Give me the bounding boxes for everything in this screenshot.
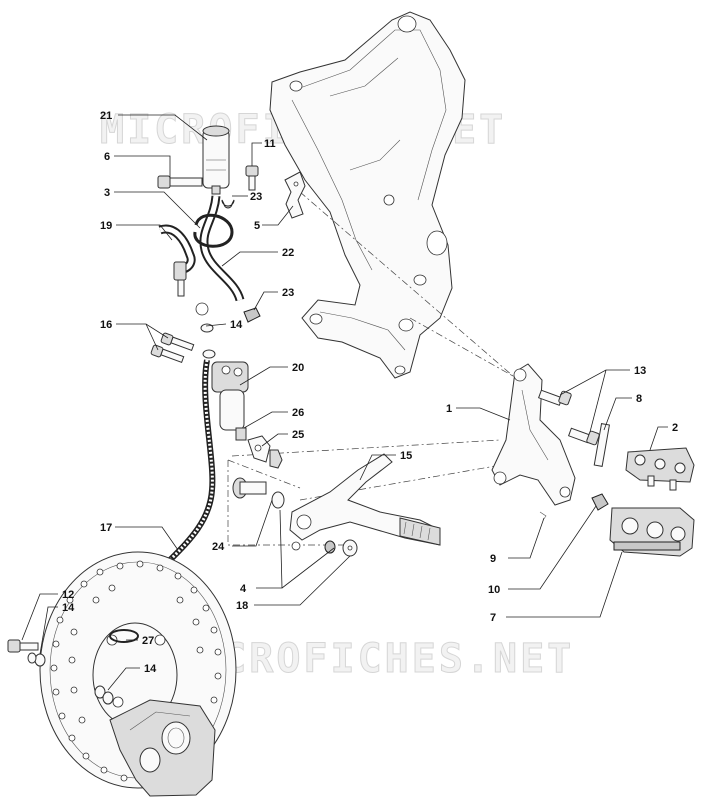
hoses xyxy=(158,195,245,302)
callout-16: 16 xyxy=(100,319,112,331)
washer-14-lower xyxy=(94,685,114,705)
callout-14-upper: 14 xyxy=(230,319,243,331)
callout-26: 26 xyxy=(292,407,304,419)
pivot-pin-24 xyxy=(232,477,285,509)
bolt-12 xyxy=(7,639,46,667)
caliper-7 xyxy=(609,507,695,557)
callout-7: 7 xyxy=(490,612,496,624)
callout-27: 27 xyxy=(142,635,154,647)
callout-8: 8 xyxy=(636,393,642,405)
callout-18: 18 xyxy=(236,600,248,612)
callout-24: 24 xyxy=(212,541,225,553)
callout-9: 9 xyxy=(490,553,496,565)
callout-11: 11 xyxy=(264,138,276,150)
callout-17: 17 xyxy=(100,522,112,534)
callout-14-left: 14 xyxy=(62,602,75,614)
callout-6: 6 xyxy=(104,151,110,163)
brake-pads-2 xyxy=(625,447,695,491)
washers-18 xyxy=(324,539,358,557)
clevis-25 xyxy=(247,435,283,469)
callout-2: 2 xyxy=(672,422,678,434)
washers-14-upper xyxy=(200,323,216,359)
callout-23-lower: 23 xyxy=(282,287,294,299)
brake-pedal xyxy=(289,453,441,551)
leader-lines xyxy=(21,114,668,691)
callout-5: 5 xyxy=(254,220,260,232)
callout-12: 12 xyxy=(62,589,74,601)
callout-10: 10 xyxy=(488,584,500,596)
clip-9 xyxy=(539,511,547,521)
pad-pin-8 xyxy=(593,423,610,467)
callout-25: 25 xyxy=(292,429,304,441)
callout-13: 13 xyxy=(634,365,646,377)
brake-fluid-reservoir xyxy=(202,125,230,195)
callout-4: 4 xyxy=(240,583,247,595)
callout-19: 19 xyxy=(100,220,112,232)
callout-14-lower: 14 xyxy=(144,663,157,675)
callout-21: 21 xyxy=(100,110,112,122)
caliper-bracket-1 xyxy=(491,363,576,506)
clamp-23-lower xyxy=(243,307,261,323)
bolt-6 xyxy=(157,175,203,189)
screw-11 xyxy=(245,165,259,191)
callout-20: 20 xyxy=(292,362,304,374)
banjo-fitting xyxy=(173,261,209,316)
assembly-lines xyxy=(227,191,531,546)
bolts-16 xyxy=(150,332,195,363)
hose-clamp-27 xyxy=(109,629,139,643)
callout-22: 22 xyxy=(282,247,294,259)
bolts-13 xyxy=(537,389,600,446)
clamp-23-top xyxy=(221,199,235,209)
callout-3: 3 xyxy=(104,187,110,199)
callout-labels: 21 6 11 3 23 5 19 22 23 16 14 20 26 25 1… xyxy=(62,110,678,675)
callout-15: 15 xyxy=(400,450,412,462)
spring-10 xyxy=(591,493,609,511)
bracket-5 xyxy=(284,171,306,219)
callout-1: 1 xyxy=(446,403,452,415)
frame-bracket xyxy=(269,11,466,379)
callout-23-top: 23 xyxy=(250,191,262,203)
rear-caliper xyxy=(109,699,216,797)
master-cylinder xyxy=(211,361,249,441)
